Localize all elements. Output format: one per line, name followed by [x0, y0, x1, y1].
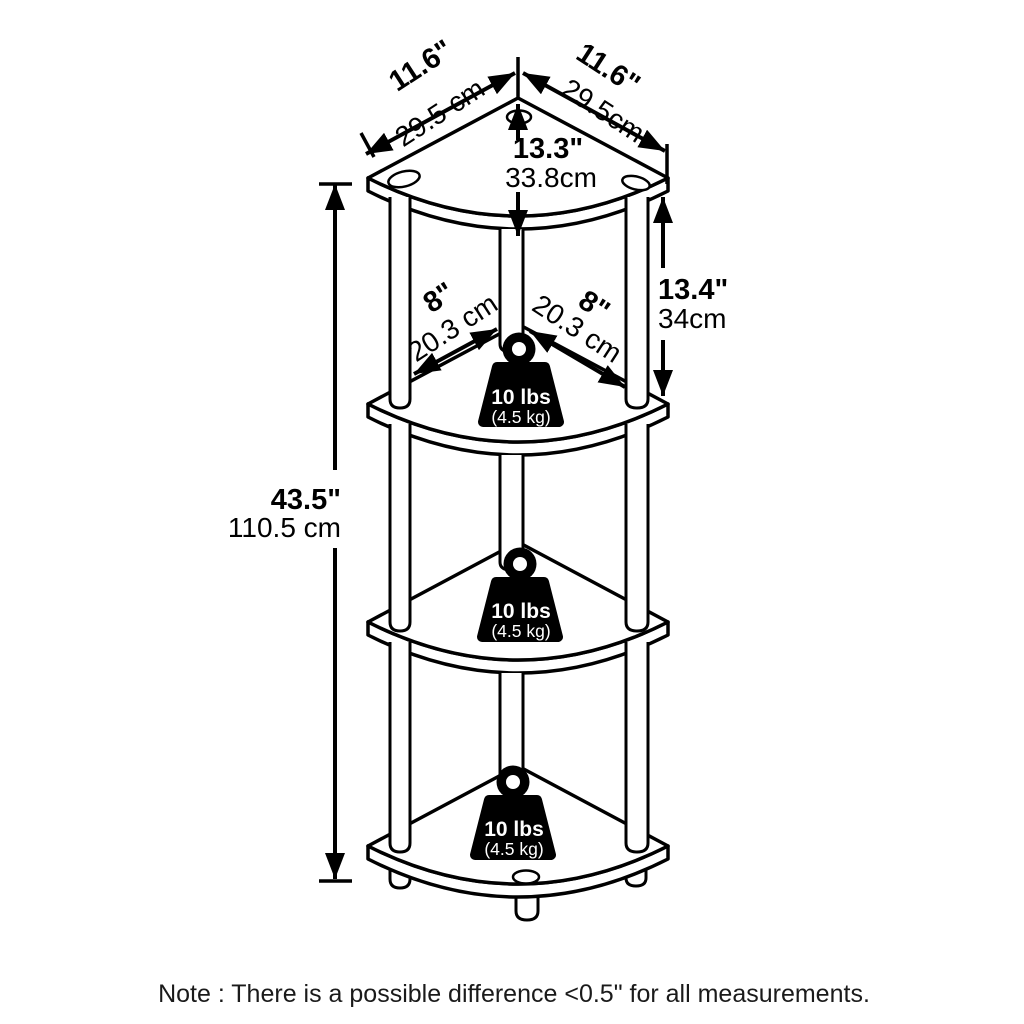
weight-icon-shelf2: 10 lbs (4.5 kg) [478, 332, 564, 427]
weight-capacity-icons: 10 lbs (4.5 kg) 10 lbs (4.5 kg) 10 lbs (… [470, 332, 564, 860]
dim-arrow-top-edge-right [522, 71, 666, 153]
weight-lbs-label: 10 lbs [491, 600, 551, 623]
weight-lbs-label: 10 lbs [484, 818, 544, 841]
support-pole-tier3-left [388, 642, 412, 854]
support-pole-tier3-right [624, 642, 650, 854]
weight-kg-label: (4.5 kg) [484, 839, 543, 859]
pole-hole-bottom-shelf [511, 869, 541, 885]
weight-ring-hole [513, 557, 527, 571]
weight-kg-label: (4.5 kg) [491, 621, 550, 641]
weight-body [477, 577, 563, 642]
measurement-note: Note : There is a possible difference <0… [158, 980, 870, 1008]
dim-arrow-shelf-edge-right [528, 329, 627, 389]
weight-icon-shelf3: 10 lbs (4.5 kg) [477, 547, 563, 642]
dim-clearance-inches: 13.4" [658, 274, 728, 306]
weight-lbs-label: 10 lbs [491, 386, 551, 409]
support-pole-tier2-right [624, 424, 650, 633]
dim-height-cm: 110.5 cm [228, 512, 341, 543]
support-pole-tier1-left [388, 197, 412, 410]
dim-arrow-shelf-edge-left [413, 327, 498, 376]
dim-depth-cm: 33.8cm [505, 162, 597, 193]
pole-hole-top-right [621, 174, 651, 192]
weight-icon-shelf4: 10 lbs (4.5 kg) [470, 765, 556, 860]
dim-arrow-top-edge-left [365, 71, 516, 156]
weight-body [470, 795, 556, 860]
dim-clearance-cm: 34cm [658, 303, 726, 334]
support-pole-tier1-right [624, 197, 650, 410]
weight-ring-hole [512, 342, 526, 356]
dim-depth-inches: 13.3" [513, 133, 583, 165]
support-pole-tier2-left [388, 424, 412, 633]
pole-hole-top-left [387, 169, 421, 189]
dim-height-inches: 43.5" [271, 484, 341, 516]
weight-ring-hole [506, 775, 520, 789]
weight-kg-label: (4.5 kg) [491, 407, 550, 427]
